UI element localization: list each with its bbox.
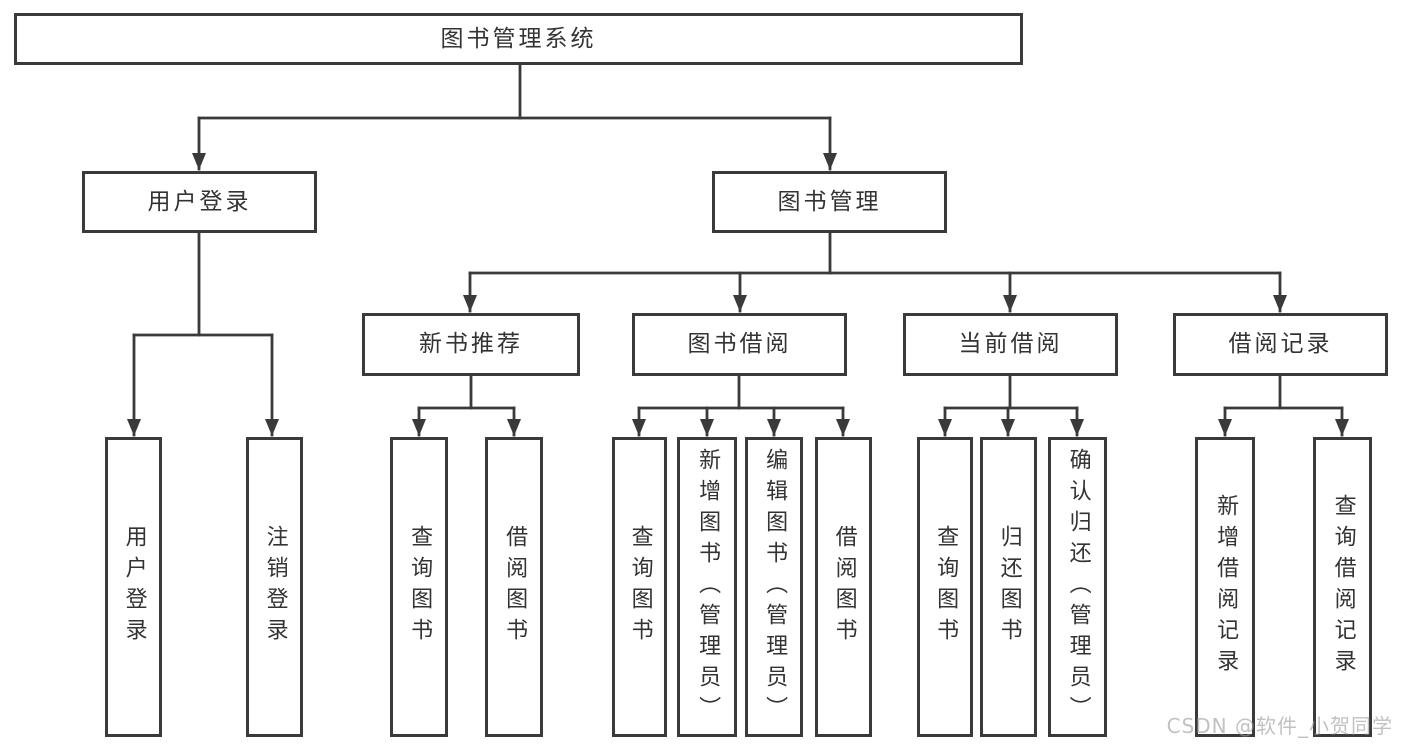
leaf-user-login-label: 用户登录	[121, 525, 147, 649]
leaf-query-books-borrow: 查询图书	[612, 437, 667, 737]
leaf-query-books-recommend: 查询图书	[390, 437, 448, 737]
leaf-confirm-return-admin: 确认归还（管理员）	[1048, 437, 1107, 737]
node-root-label: 图书管理系统	[440, 25, 597, 52]
leaf-query-books-current: 查询图书	[917, 437, 973, 737]
leaf-add-borrow-record-label: 新增借阅记录	[1213, 494, 1239, 680]
leaf-query-books-borrow-label: 查询图书	[627, 525, 653, 649]
leaf-query-books-recommend-label: 查询图书	[407, 525, 433, 649]
leaf-query-books-current-label: 查询图书	[933, 525, 959, 649]
leaf-logout-login-label: 注销登录	[262, 525, 288, 649]
node-new-book-recommend-label: 新书推荐	[419, 331, 523, 357]
node-book-borrow-label: 图书借阅	[687, 331, 792, 357]
leaf-confirm-return-admin-label: 确认归还（管理员）	[1065, 447, 1091, 727]
leaf-borrow-books-recommend-label: 借阅图书	[502, 525, 528, 649]
leaf-borrow-books-recommend: 借阅图书	[485, 437, 543, 737]
leaf-query-borrow-record-label: 查询借阅记录	[1330, 494, 1356, 680]
node-new-book-recommend: 新书推荐	[362, 313, 580, 376]
leaf-query-borrow-record: 查询借阅记录	[1313, 437, 1372, 737]
node-book-management-label: 图书管理	[777, 188, 882, 215]
node-borrow-records-label: 借阅记录	[1228, 331, 1333, 357]
leaf-borrow-books-label: 借阅图书	[831, 525, 857, 649]
node-book-borrow: 图书借阅	[632, 313, 847, 376]
node-borrow-records: 借阅记录	[1173, 313, 1388, 376]
leaf-borrow-books: 借阅图书	[815, 437, 872, 737]
node-current-borrow: 当前借阅	[903, 313, 1118, 376]
leaf-add-books-admin: 新增图书（管理员）	[677, 437, 737, 737]
leaf-add-books-admin-label: 新增图书（管理员）	[695, 447, 721, 727]
node-root-system: 图书管理系统	[14, 13, 1023, 65]
node-current-borrow-label: 当前借阅	[958, 331, 1063, 357]
leaf-edit-books-admin-label: 编辑图书（管理员）	[762, 447, 788, 727]
leaf-return-books-label: 归还图书	[996, 525, 1022, 649]
node-user-login: 用户登录	[82, 171, 317, 233]
node-book-management: 图书管理	[712, 171, 947, 233]
leaf-return-books: 归还图书	[980, 437, 1037, 737]
csdn-watermark: CSDN @软件_小贺同学	[1166, 714, 1393, 738]
leaf-user-login: 用户登录	[105, 437, 162, 737]
leaf-add-borrow-record: 新增借阅记录	[1195, 437, 1255, 737]
leaf-logout-login: 注销登录	[246, 437, 303, 737]
leaf-edit-books-admin: 编辑图书（管理员）	[745, 437, 803, 737]
node-user-login-label: 用户登录	[147, 188, 252, 215]
